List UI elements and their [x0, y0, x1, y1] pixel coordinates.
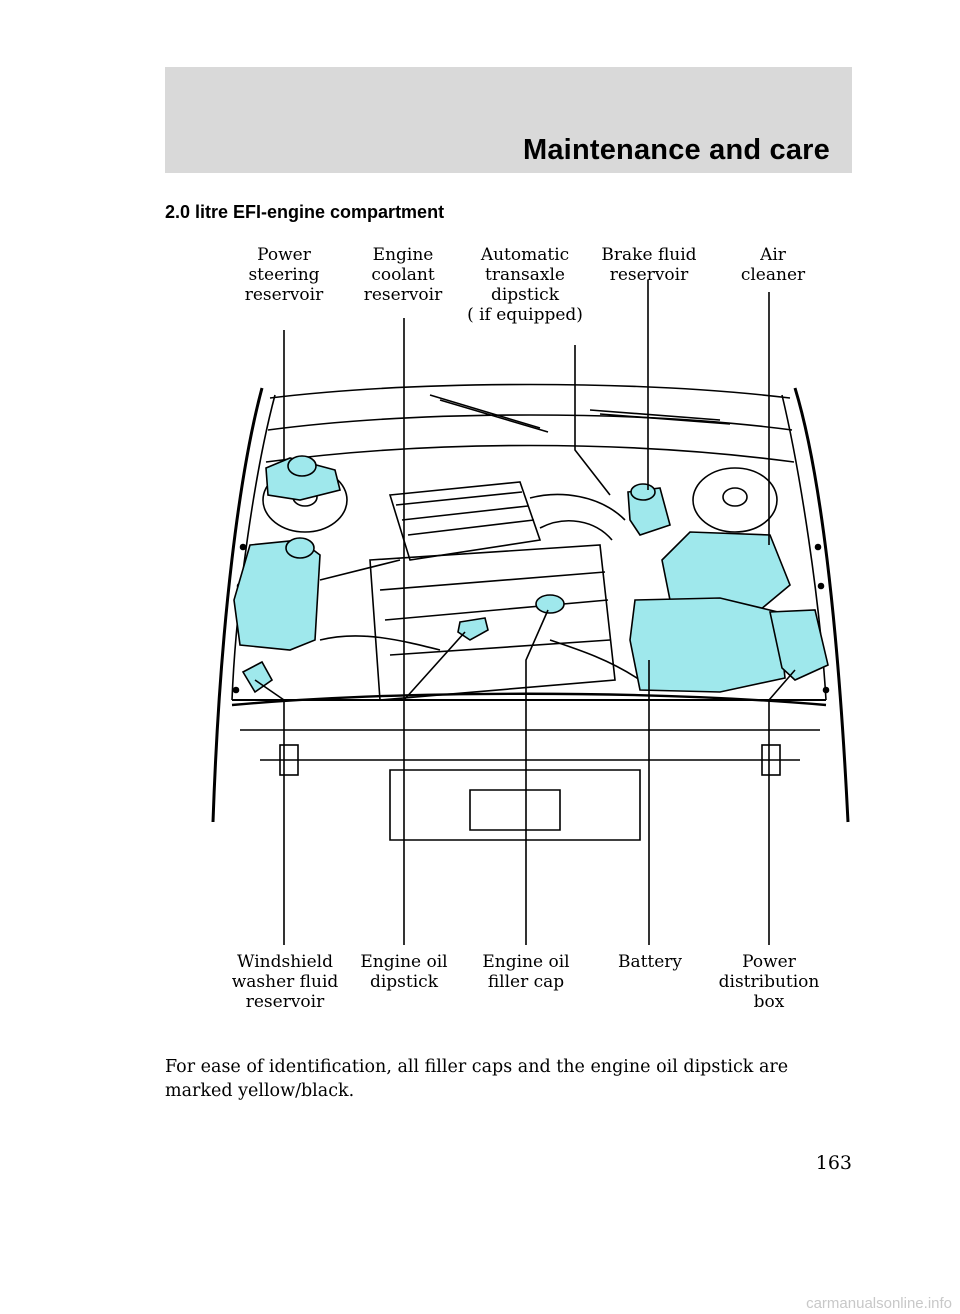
label-battery: Battery: [617, 952, 683, 972]
footer-watermark: carmanualsonline.info: [806, 1295, 952, 1312]
header-band: Maintenance and care: [165, 67, 852, 173]
caption-text: For ease of identification, all filler c…: [165, 1057, 789, 1101]
section-title: 2.0 litre EFI-engine compartment: [165, 202, 445, 222]
page-header-title: Maintenance and care: [523, 134, 830, 166]
page-number: 163: [815, 1152, 852, 1174]
